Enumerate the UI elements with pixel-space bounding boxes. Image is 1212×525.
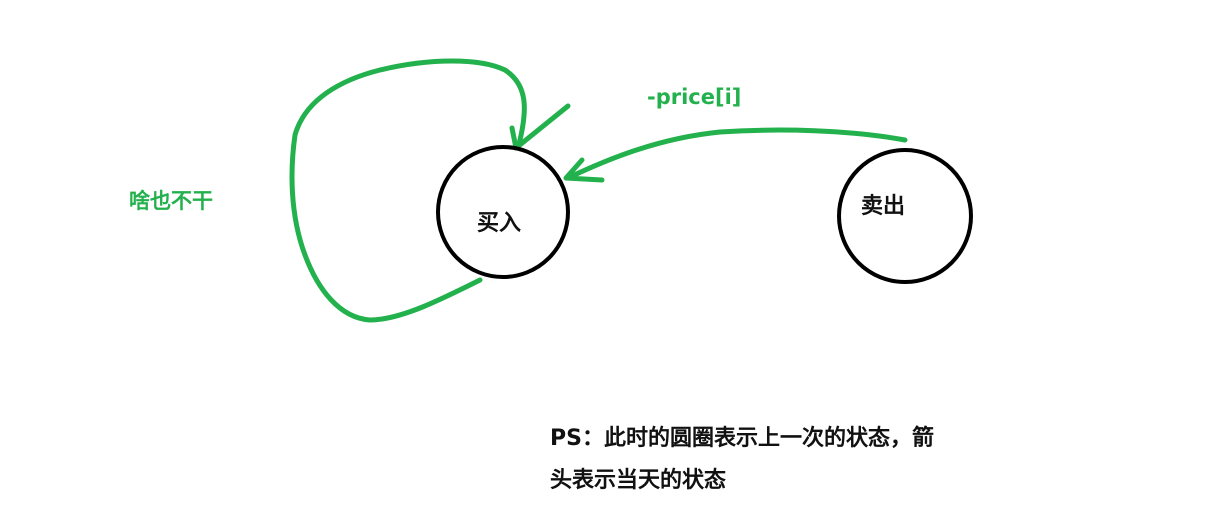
- state-sell-label: 卖出: [861, 193, 905, 219]
- state-sell-circle: [837, 148, 973, 284]
- self-loop-arrow: [289, 58, 527, 323]
- sell-to-buy-arrow: [565, 127, 908, 181]
- ps-note: PS：此时的圆圈表示上一次的状态，箭 头表示当天的状态: [550, 418, 1050, 502]
- sell-to-buy-label: -price[i]: [647, 85, 741, 109]
- state-buy-label: 买入: [477, 211, 521, 236]
- sell-to-buy-arrowhead: [563, 157, 605, 183]
- ps-note-line-2: 头表示当天的状态: [550, 468, 727, 493]
- state-buy-circle: [436, 145, 570, 279]
- self-loop-label: 啥也不干: [129, 189, 213, 213]
- ps-note-line-1: PS：此时的圆圈表示上一次的状态，箭: [550, 426, 934, 451]
